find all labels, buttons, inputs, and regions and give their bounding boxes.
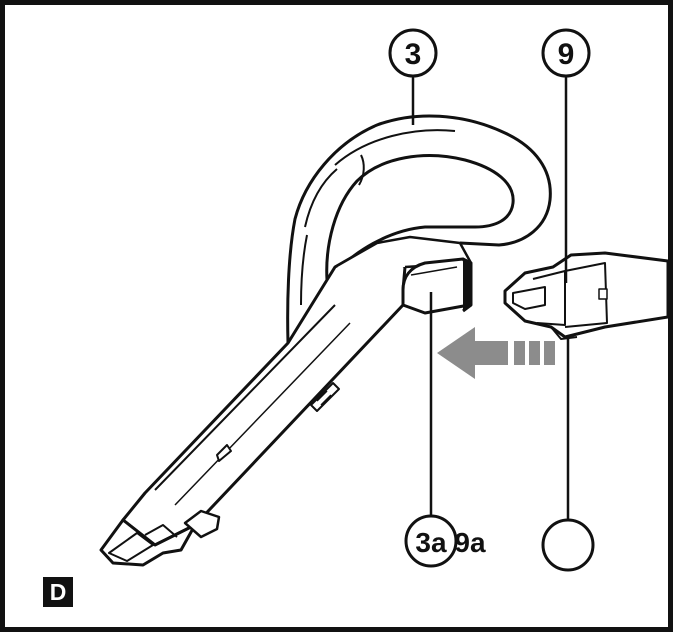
insert-direction-arrow-icon — [437, 327, 555, 379]
callout-9-label: 9 — [558, 38, 575, 71]
callout-blank — [541, 518, 595, 572]
callout-9a-label: 9a — [454, 527, 486, 558]
nozzle-tip — [99, 509, 221, 567]
callout-3a: 3a — [404, 514, 458, 568]
callout-3a-label: 3a — [415, 527, 447, 558]
leader-lines — [411, 77, 570, 521]
callout-3-label: 3 — [405, 38, 422, 71]
socket-3a — [401, 257, 473, 315]
diagram-canvas: 3 9 3a 9a — [99, 28, 668, 572]
callout-9: 9 — [541, 28, 591, 78]
panel-letter-badge: D — [43, 577, 73, 607]
extension-tube — [503, 251, 668, 340]
callout-3: 3 — [388, 28, 438, 78]
